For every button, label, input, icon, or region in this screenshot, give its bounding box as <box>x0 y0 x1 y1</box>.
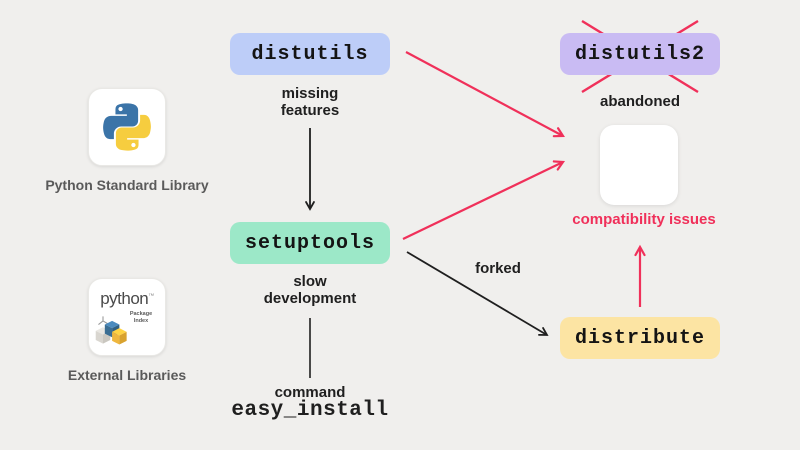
label-easy-install: easy_install <box>231 399 389 422</box>
external-libraries-caption: External Libraries <box>67 367 187 383</box>
python-standard-library-caption: Python Standard Library <box>45 177 209 193</box>
label-slow-development: slow development <box>263 273 357 308</box>
pypi-logo-subtitle: Package Index <box>129 311 153 325</box>
label-compatibility-issues: compatibility issues <box>572 211 716 228</box>
edge-setuptools-to-compatibility <box>402 160 566 240</box>
pypi-logo-wordmark: python™ <box>100 289 154 308</box>
python-standard-library-card <box>88 88 166 166</box>
python-logo-icon <box>103 103 151 151</box>
compatibility-placeholder-box <box>600 125 678 205</box>
pypi-cubes-icon <box>95 316 127 345</box>
node-distribute: distribute <box>560 317 720 359</box>
label-abandoned: abandoned <box>599 93 680 110</box>
node-distutils2: distutils2 <box>560 33 720 75</box>
label-command: command <box>274 384 346 401</box>
node-setuptools: setuptools <box>230 222 390 264</box>
label-missing-features: missing features <box>280 85 340 120</box>
node-distutils: distutils <box>230 33 390 75</box>
edge-distutils-to-compatibility <box>405 51 565 138</box>
label-forked: forked <box>475 260 521 277</box>
pypi-card: python™ Package Index <box>88 278 166 356</box>
